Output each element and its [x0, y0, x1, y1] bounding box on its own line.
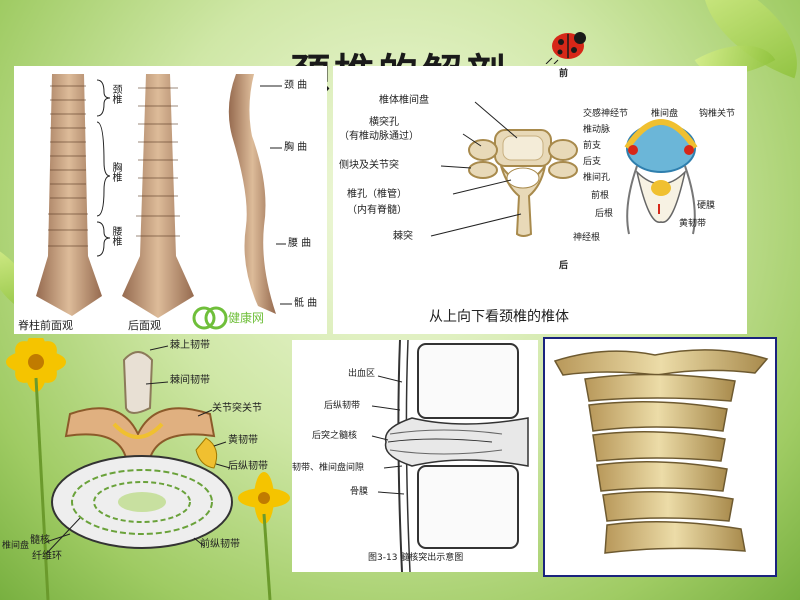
label-lumbar-curve: 腰 曲 — [288, 238, 312, 249]
spine-side-view — [228, 74, 276, 314]
vertebra-top-view-panel: 前 后 椎体椎间盘 横突孔 （有椎动脉通过） 侧块及关节突 椎孔（椎管） （内有… — [333, 66, 747, 334]
label-cervical: 颈椎 — [110, 84, 121, 104]
label-disc: 椎体椎间盘 — [379, 95, 429, 106]
cervical-spine-illustration — [553, 349, 769, 554]
vertebra-section-illustration — [45, 345, 233, 555]
label-transverse-foramen: 横突孔 — [369, 117, 399, 128]
label-thoracic: 胸椎 — [110, 162, 121, 182]
spine-back-view — [122, 74, 194, 318]
vertebra-top-illustration — [430, 101, 698, 237]
label-posterior-longitudinal-ligament: 后纵韧带 — [228, 461, 268, 472]
spine-front-view — [36, 74, 102, 316]
spine-views-panel: 颈椎 胸椎 腰椎 颈 曲 胸 曲 腰 曲 骶 曲 脊柱前面观 后面观 健康网 — [14, 66, 327, 334]
label-foramen-note: （有椎动脉通过） — [339, 131, 419, 142]
label-lateral-mass: 侧块及关节突 — [339, 160, 399, 171]
inset-label-front-root: 前根 — [591, 191, 610, 201]
label-annulus: 纤维环 — [32, 551, 62, 562]
inset-label-back-branch: 后支 — [583, 157, 602, 167]
label-vertebral-canal: 椎孔（椎管） — [347, 189, 407, 200]
label-nucleus: 髓核 — [30, 535, 50, 546]
watermark-text: 健康网 — [228, 311, 265, 325]
label-posterior-ligament: 后纵韧带 — [324, 401, 361, 411]
inset-label-artery: 椎动脉 — [583, 125, 611, 135]
herniation-panel: 出血区 后纵韧带 后突之髓核 韧带、椎间盘间隙 骨膜 图3-13 髓核突出示意图 — [292, 340, 538, 572]
section-panel: 棘上韧带 棘间韧带 关节突关节 黄韧带 后纵韧带 前纵韧带 髓核 纤维环 椎间盘 — [0, 338, 290, 600]
caption-top-view: 从上向下看颈椎的椎体 — [429, 309, 569, 325]
spine-illustration — [36, 74, 292, 330]
label-spinous-process: 棘突 — [393, 231, 413, 242]
label-bleeding-zone: 出血区 — [348, 369, 376, 379]
label-intervertebral-disc: 椎间盘 — [2, 541, 30, 551]
label-thoracic-curve: 胸 曲 — [284, 142, 308, 153]
inset-label-dura: 硬膜 — [697, 201, 716, 211]
label-front: 前 — [559, 69, 569, 79]
label-interspinous-ligament: 棘间韧带 — [170, 375, 210, 386]
inset-label-intervertebral-foramen: 椎间孔 — [583, 173, 611, 183]
inset-label-ligamentum-flavum: 黄韧带 — [679, 219, 707, 229]
label-lumbar: 腰椎 — [110, 226, 121, 246]
vertebra-drawing — [468, 129, 578, 237]
label-anterior-longitudinal-ligament: 前纵韧带 — [200, 539, 240, 550]
cervical-spine-panel — [543, 337, 777, 577]
label-facet-joint: 关节突关节 — [212, 403, 262, 414]
label-herniated-nucleus: 后突之髓核 — [312, 431, 358, 441]
label-back: 后 — [559, 261, 569, 271]
label-periosteum: 骨膜 — [350, 487, 369, 497]
label-canal-note: （内有脊髓） — [347, 205, 407, 216]
label-sacral-curve: 骶 曲 — [294, 298, 318, 309]
herniation-illustration — [371, 340, 529, 572]
label-ligament-disc-gap: 韧带、椎间盘间隙 — [292, 463, 365, 473]
label-cervical-curve: 颈 曲 — [284, 80, 308, 91]
flower-decoration — [6, 338, 290, 600]
caption-front-view: 脊柱前面观 — [18, 319, 73, 332]
inset-label-back-root: 后根 — [595, 209, 614, 219]
inset-label-front-branch: 前支 — [583, 141, 602, 151]
caption-back-view: 后面观 — [128, 319, 161, 332]
inset-label-uncinate: 钩椎关节 — [699, 109, 736, 119]
inset-label-disc: 椎间盘 — [651, 109, 679, 119]
inset-cross-section — [624, 119, 698, 235]
ladybug-icon — [545, 32, 586, 64]
inset-label-sympathetic: 交感神经节 — [583, 109, 629, 119]
inset-label-nerve-root: 神经根 — [573, 233, 601, 243]
caption-herniation: 图3-13 髓核突出示意图 — [368, 553, 464, 563]
label-ligamentum-flavum: 黄韧带 — [228, 435, 258, 446]
label-supraspinous-ligament: 棘上韧带 — [170, 340, 210, 351]
